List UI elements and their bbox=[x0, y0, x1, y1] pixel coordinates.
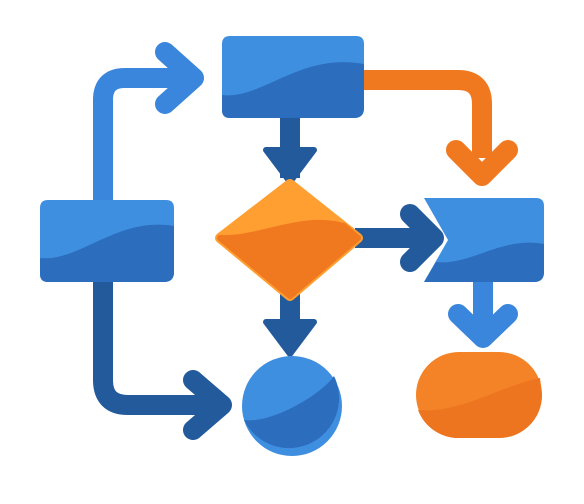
edge-decision-to-right bbox=[355, 204, 444, 272]
edge-left-to-circle bbox=[93, 280, 232, 440]
edge-right-to-terminator bbox=[448, 282, 518, 348]
edge-decision-to-circle bbox=[263, 292, 317, 357]
node-right-process bbox=[424, 198, 544, 282]
edge-top-to-right bbox=[360, 70, 518, 186]
edge-left-to-top bbox=[93, 42, 204, 205]
edge-top-to-decision bbox=[263, 118, 317, 185]
node-top-process bbox=[222, 36, 364, 118]
node-decision bbox=[215, 179, 363, 301]
node-connector-circle bbox=[242, 356, 342, 456]
node-terminator bbox=[416, 352, 542, 439]
node-left-process bbox=[40, 200, 174, 282]
